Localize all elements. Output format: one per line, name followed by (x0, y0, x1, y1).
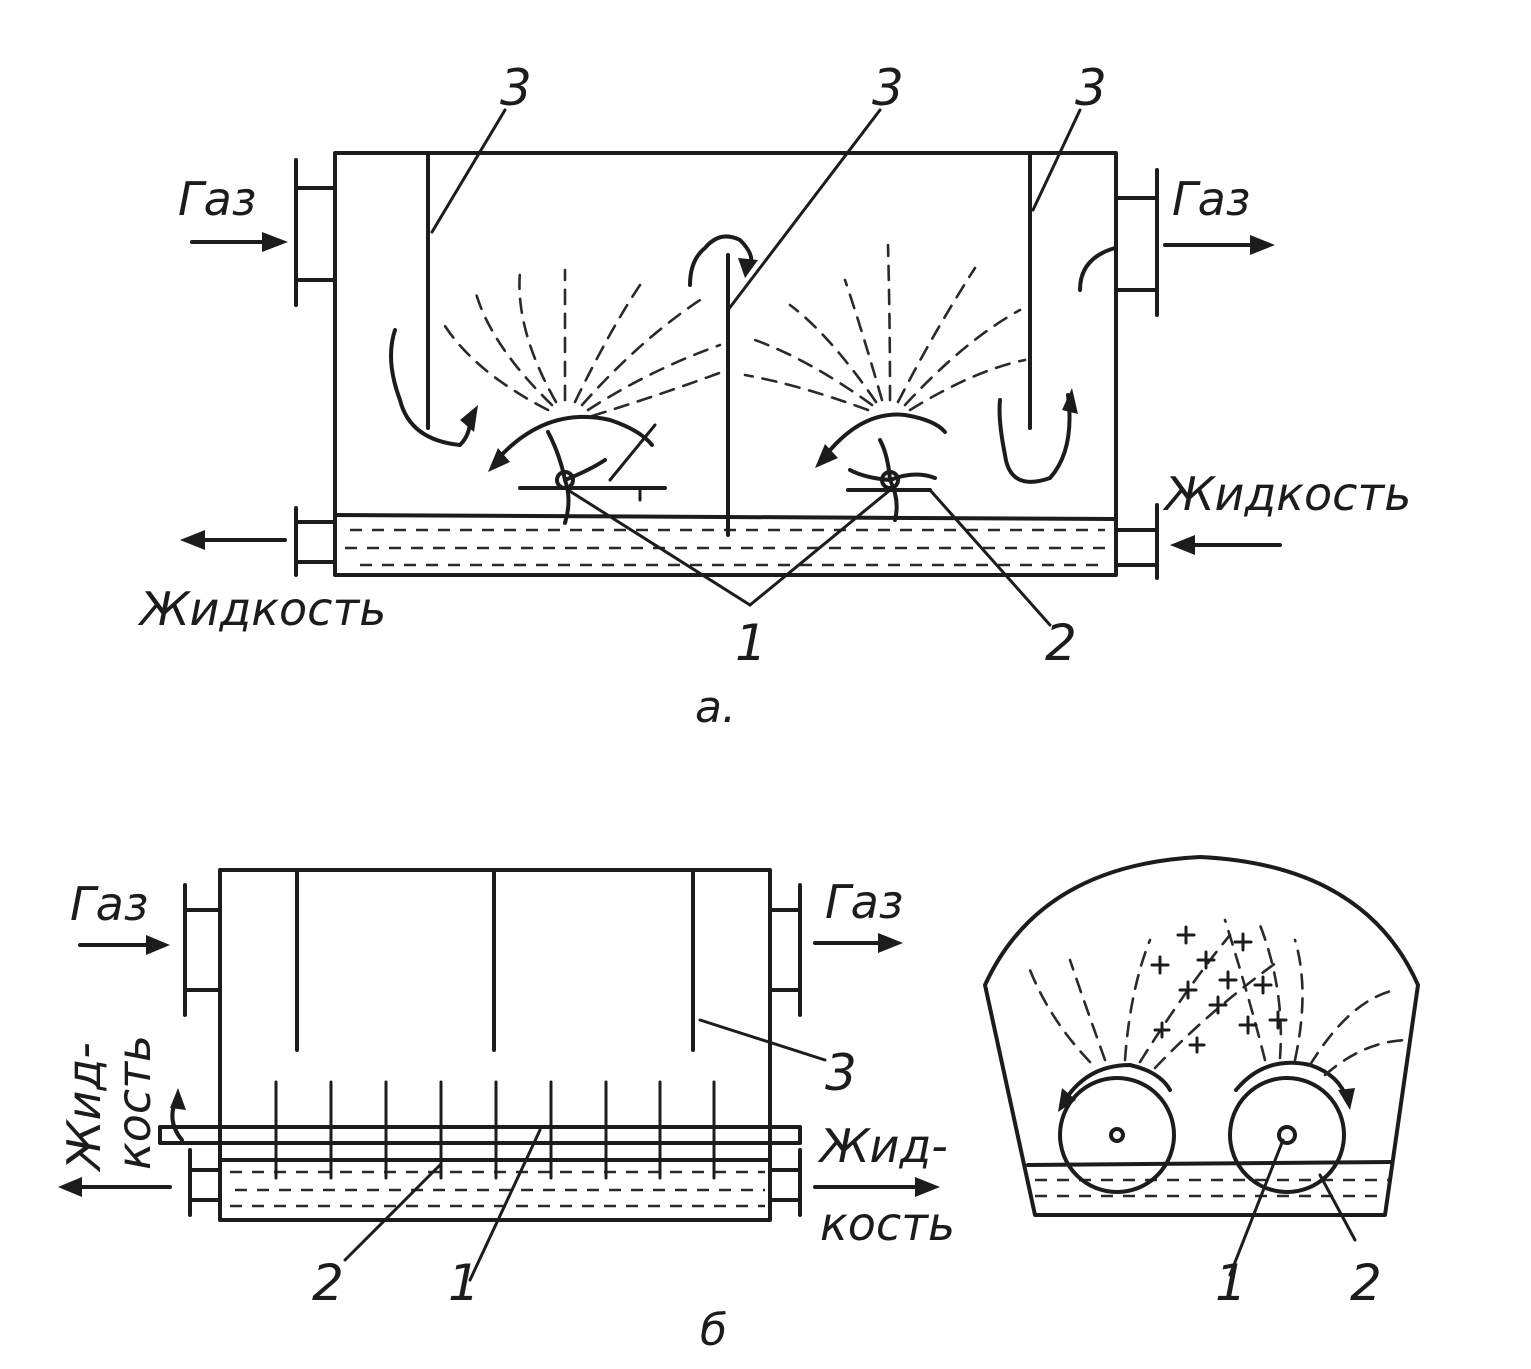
gas-in-arrow-a (190, 232, 288, 252)
disc-right-section (1228, 1060, 1355, 1194)
baffle-number-left-a: 3 (500, 59, 532, 117)
liquid-out-arrow-a (180, 530, 287, 550)
liquid-out-label-b-2: кость (107, 1035, 161, 1170)
baffle-number-right-a: 3 (1075, 59, 1107, 117)
liquid-in-arrow-a (1170, 535, 1282, 555)
spray-pattern-left-a (438, 268, 724, 418)
gas-inlet-nozzle-b (183, 883, 222, 1017)
figure-b: Газ Газ Жид- кость Жид- кость 3 2 1 б (57, 868, 955, 1356)
liquid-outlet-nozzle-b (188, 1148, 222, 1217)
gas-out-arrow-a (1163, 235, 1275, 255)
liquid-in-label-b-2: кость (820, 1197, 955, 1251)
gas-inlet-nozzle-a (294, 158, 337, 307)
liquid-inlet-nozzle-a (1114, 503, 1159, 580)
gas-out-label-a: Газ (1172, 172, 1250, 226)
baffle-number-b: 3 (825, 1044, 857, 1102)
leader-lines-a (430, 108, 1082, 627)
disc-left-section (1058, 1063, 1176, 1194)
liquid-in-arrow-b (813, 1177, 940, 1197)
liquid-inlet-nozzle-b (768, 1148, 802, 1217)
gas-in-label-b: Газ (70, 877, 148, 931)
droplet-crosses (1150, 925, 1288, 1054)
blade-number-a: 2 (1045, 614, 1077, 672)
rotor-number-a: 1 (735, 614, 767, 672)
caption-b: б (700, 1305, 727, 1356)
shaft-b (158, 1125, 802, 1145)
figure-a: Газ Газ Жидкость Жидкость 3 3 3 1 2 а. (137, 59, 1411, 733)
liquid-outlet-nozzle-a (294, 506, 337, 577)
blade-number-b: 2 (312, 1254, 344, 1312)
gas-flow-arrows-a (389, 234, 1117, 484)
leader-lines-b (343, 1018, 827, 1282)
caption-a: а. (695, 682, 736, 733)
liquid-surface-a (333, 513, 1118, 521)
disc-number-section: 2 (1350, 1254, 1382, 1312)
vessel-a-body (333, 151, 1118, 577)
rotor-right-a (846, 438, 937, 522)
rotation-arc-right-a (820, 412, 947, 462)
disc-blades-b (274, 1080, 716, 1180)
liquid-out-label-b: Жид- (57, 1042, 111, 1173)
baffle-number-center-a: 3 (872, 59, 904, 117)
shaft-number-section: 1 (1215, 1254, 1247, 1312)
liquid-out-arrow-b (58, 1088, 186, 1197)
rotor-left-a (518, 423, 667, 525)
liquid-in-label-a: Жидкость (1162, 467, 1411, 521)
rotation-arc-left-a (493, 415, 654, 464)
spray-pattern-right-a (743, 243, 1027, 412)
section-housing (983, 855, 1420, 1217)
spray-pattern-section (1028, 918, 1412, 1077)
gas-in-arrow-b (78, 935, 170, 955)
shaft-number-b: 1 (448, 1254, 480, 1312)
figure-b-cross-section: 1 2 (983, 855, 1420, 1312)
gas-in-label-a: Газ (178, 172, 256, 226)
liquid-out-label-a: Жидкость (137, 582, 386, 636)
liquid-in-label-b-1: Жид- (817, 1119, 948, 1173)
gas-out-arrow-b (813, 933, 903, 953)
gas-outlet-nozzle-b (768, 883, 802, 1017)
gas-out-label-b: Газ (825, 875, 903, 929)
gas-outlet-nozzle-a (1114, 168, 1159, 317)
